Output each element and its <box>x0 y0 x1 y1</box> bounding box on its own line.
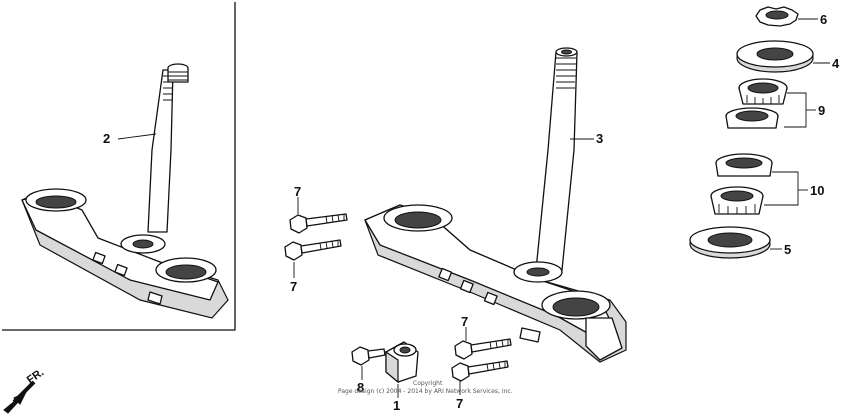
callout-9: 9 <box>818 103 825 118</box>
handlebar-clamp-1[interactable] <box>385 341 419 384</box>
bolt-7-lower-left[interactable] <box>284 239 342 261</box>
callout-2: 2 <box>103 131 110 146</box>
bolt-7-upper-left[interactable] <box>289 213 348 234</box>
callout-7-upper-right: 7 <box>461 314 468 329</box>
center-stem-assembly[interactable] <box>364 47 627 363</box>
callout-7-upper-left: 7 <box>294 184 301 199</box>
callout-8: 8 <box>357 380 364 395</box>
callout-6: 6 <box>820 12 827 27</box>
bolt-7-lower-right[interactable] <box>451 360 509 382</box>
callout-4: 4 <box>832 56 840 71</box>
callout-7-lower-left: 7 <box>290 279 297 294</box>
copyright-line-2: Page design (c) 2004 - 2014 by ARI Netwo… <box>338 388 513 395</box>
callout-10: 10 <box>810 183 824 198</box>
copyright-line-1: Copyright <box>413 380 443 387</box>
front-direction-label: FR. <box>25 366 46 386</box>
lower-race-10[interactable] <box>715 153 773 177</box>
upper-bearing-9[interactable] <box>738 78 788 105</box>
callout-3: 3 <box>596 131 603 146</box>
callout-5: 5 <box>784 242 791 257</box>
dust-seal-5[interactable] <box>689 226 771 259</box>
callout-7-lower-right: 7 <box>456 396 463 411</box>
bolt-8[interactable] <box>351 346 386 366</box>
callout-1: 1 <box>393 398 400 413</box>
upper-race-9[interactable] <box>725 107 779 129</box>
bearing-cover-4[interactable] <box>736 40 814 73</box>
steering-stem-nut-6[interactable] <box>755 6 799 27</box>
left-stem-assembly[interactable] <box>21 63 229 319</box>
lower-bearing-10[interactable] <box>710 186 764 215</box>
bolt-7-upper-right[interactable] <box>454 338 512 360</box>
assembly-frame <box>2 2 236 331</box>
front-arrow-icon <box>3 380 36 414</box>
